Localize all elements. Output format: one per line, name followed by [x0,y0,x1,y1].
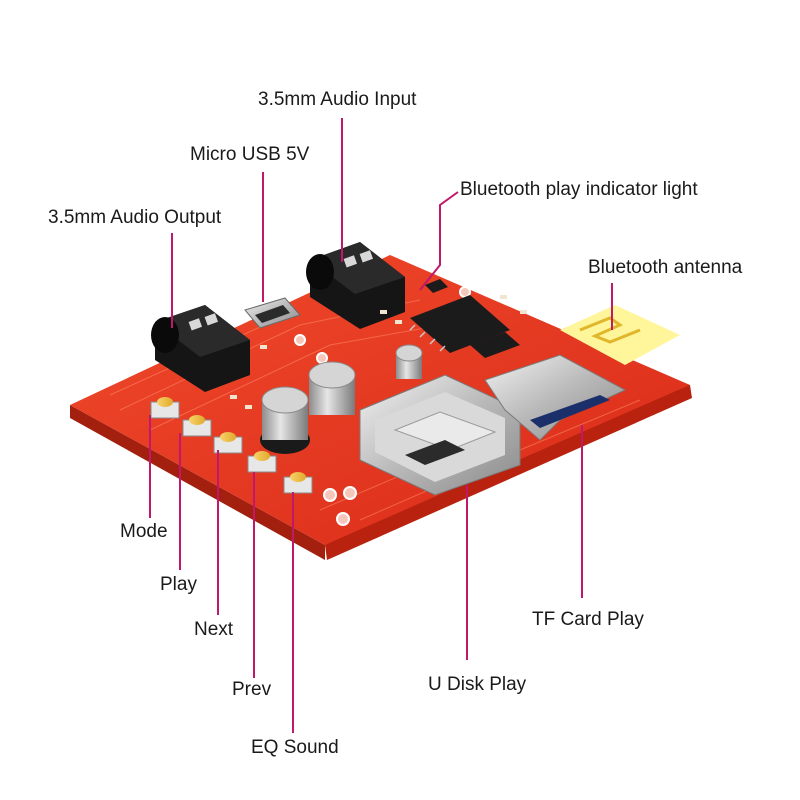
tactile-buttons [150,397,313,494]
ic-chips [230,279,527,409]
label-tf-card-play: TF Card Play [532,609,644,630]
pcb-board [70,255,692,560]
label-play: Play [160,574,197,595]
label-prev: Prev [232,679,272,700]
usb-a-port [359,374,521,496]
callout-lines [149,118,613,733]
micro-usb-port [244,297,301,329]
label-bluetooth-antenna: Bluetooth antenna [588,257,743,278]
label-audio-output: 3.5mm Audio Output [48,207,222,228]
label-next: Next [194,619,234,640]
audio-input-jack [306,242,405,329]
label-u-disk-play: U Disk Play [428,674,527,695]
capacitors [260,344,423,454]
label-eq-sound: EQ Sound [251,737,339,758]
bluetooth-antenna [560,305,680,365]
label-audio-input: 3.5mm Audio Input [258,89,417,110]
label-micro-usb: Micro USB 5V [190,144,310,165]
label-mode: Mode [120,521,168,542]
label-bluetooth-indicator: Bluetooth play indicator light [460,179,698,200]
tf-card-slot [484,354,627,441]
